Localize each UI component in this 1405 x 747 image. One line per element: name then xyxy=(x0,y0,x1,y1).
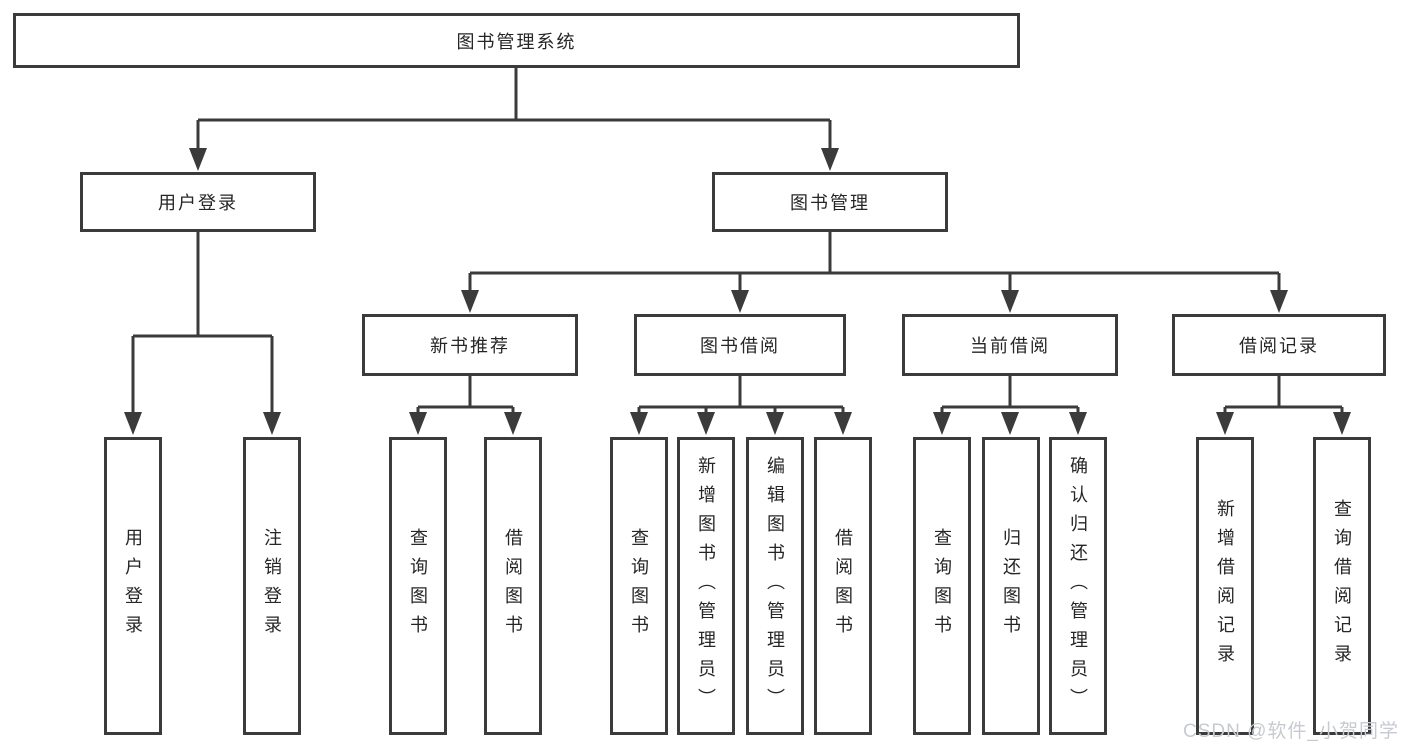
connector-book-borrow-to-leaves xyxy=(637,376,845,414)
node-leaf-query-borrow-record: 查询借阅记录 xyxy=(1313,437,1371,735)
arrow-down-icon xyxy=(409,412,427,435)
arrow-down-icon xyxy=(263,412,281,435)
node-leaf-add-books-admin: 新增图书（管理员） xyxy=(677,437,735,735)
arrow-down-icon xyxy=(189,148,207,171)
connector-user-login-to-leaves xyxy=(131,232,274,414)
arrow-down-icon xyxy=(933,412,951,435)
arrow-down-icon xyxy=(461,290,479,313)
arrow-down-icon xyxy=(1001,412,1019,435)
arrow-down-icon xyxy=(697,412,715,435)
connector-borrow-records-to-leaves xyxy=(1223,376,1344,414)
node-leaf-return-books: 归还图书 xyxy=(982,437,1040,735)
arrow-down-icon xyxy=(1333,412,1351,435)
node-leaf-edit-books-admin: 编辑图书（管理员） xyxy=(746,437,804,735)
node-current-borrowing: 当前借阅 xyxy=(902,314,1118,376)
arrow-down-icon xyxy=(1069,412,1087,435)
node-book-borrowing: 图书借阅 xyxy=(634,314,846,376)
node-leaf-query-books-current: 查询图书 xyxy=(913,437,971,735)
arrow-down-icon xyxy=(1270,290,1288,313)
node-leaf-add-borrow-record: 新增借阅记录 xyxy=(1196,437,1254,735)
csdn-watermark: CSDN @软件_小贺同学 xyxy=(1183,721,1399,742)
node-borrowing-records: 借阅记录 xyxy=(1172,314,1386,376)
connector-root-to-level2 xyxy=(196,68,832,150)
node-user-login: 用户登录 xyxy=(80,172,316,232)
node-new-book-recommendation: 新书推荐 xyxy=(362,314,578,376)
node-leaf-query-books-rec: 查询图书 xyxy=(389,437,447,735)
connector-book-mgmt-to-level3 xyxy=(468,232,1281,292)
arrow-down-icon xyxy=(766,412,784,435)
node-leaf-borrow-books: 借阅图书 xyxy=(814,437,872,735)
node-leaf-user-login: 用户登录 xyxy=(104,437,162,735)
node-library-management-system: 图书管理系统 xyxy=(13,13,1020,68)
connector-current-borrow-to-leaves xyxy=(940,376,1080,414)
arrow-down-icon xyxy=(731,290,749,313)
node-leaf-query-books-borrow: 查询图书 xyxy=(610,437,668,735)
arrow-down-icon xyxy=(821,148,839,171)
connector-new-book-rec-to-leaves xyxy=(416,376,515,414)
arrow-down-icon xyxy=(834,412,852,435)
arrowheads xyxy=(124,148,1351,435)
arrow-down-icon xyxy=(630,412,648,435)
arrow-down-icon xyxy=(124,412,142,435)
node-leaf-logout: 注销登录 xyxy=(243,437,301,735)
arrow-down-icon xyxy=(504,412,522,435)
node-book-management: 图书管理 xyxy=(712,172,948,232)
arrow-down-icon xyxy=(1001,290,1019,313)
node-leaf-confirm-return-admin: 确认归还（管理员） xyxy=(1049,437,1107,735)
node-leaf-borrow-books-rec: 借阅图书 xyxy=(484,437,542,735)
arrow-down-icon xyxy=(1216,412,1234,435)
